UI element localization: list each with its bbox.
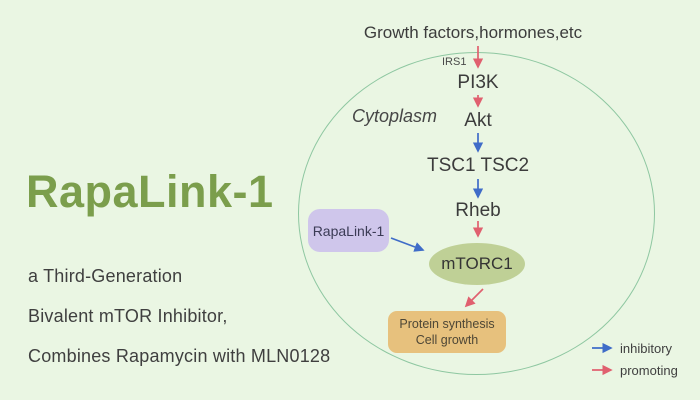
node-growth-factors: Growth factors,hormones,etc	[363, 23, 583, 42]
node-irs1: IRS1	[442, 56, 467, 68]
description-line-2: Bivalent mTOR Inhibitor,	[28, 306, 228, 326]
legend-inhibitory-label: inhibitory	[620, 341, 673, 356]
mtorc1-label: mTORC1	[441, 254, 513, 273]
node-pi3k: PI3K	[457, 72, 499, 93]
rapalink-drug-box: RapaLink-1	[308, 209, 389, 252]
cell-growth-label: Cell growth	[415, 333, 479, 347]
node-mtorc1: mTORC1	[429, 243, 525, 285]
description-line-3: Combines Rapamycin with MLN0128	[28, 346, 331, 366]
node-rheb: Rheb	[455, 200, 501, 221]
cytoplasm-label: Cytoplasm	[352, 106, 438, 126]
cell-membrane-circle	[298, 52, 655, 375]
node-tsc1-tsc2: TSC1 TSC2	[426, 155, 530, 176]
protein-synthesis-box: Protein synthesis Cell growth	[388, 311, 506, 353]
protein-synthesis-label: Protein synthesis	[399, 316, 495, 331]
node-akt: Akt	[464, 110, 492, 131]
rapalink-drug-label: RapaLink-1	[312, 222, 385, 239]
legend-promoting-label: promoting	[620, 363, 678, 378]
description-line-1: a Third-Generation	[28, 266, 183, 286]
page-title: RapaLink-1	[26, 166, 274, 217]
